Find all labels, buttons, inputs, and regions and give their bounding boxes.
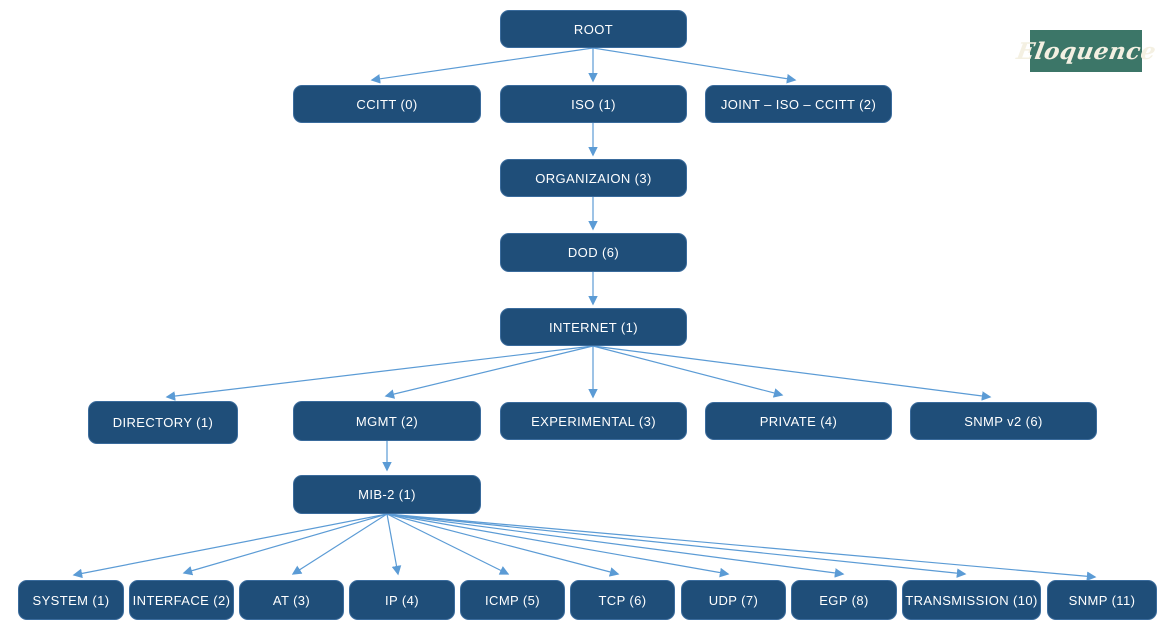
edge-internet-snmpv2: [592, 345, 992, 401]
node-snmp-v2: SNMP v2 (6): [910, 402, 1097, 440]
edge-mib2-udp: [386, 513, 730, 578]
node-ccitt: CCITT (0): [293, 85, 481, 123]
node-iso: ISO (1): [500, 85, 687, 123]
node-tcp: TCP (6): [570, 580, 675, 620]
edge-mib2-snmp: [386, 513, 1097, 582]
node-ip: IP (4): [349, 580, 455, 620]
node-experimental: EXPERIMENTAL (3): [500, 402, 687, 440]
edge-internet-mgmt: [384, 345, 594, 399]
eloquence-logo-text: Eloquence: [1014, 37, 1158, 65]
node-private: PRIVATE (4): [705, 402, 892, 440]
eloquence-logo: Eloquence: [1014, 30, 1158, 72]
node-at: AT (3): [239, 580, 344, 620]
edge-mib2-tcp: [386, 513, 620, 577]
node-dod: DOD (6): [500, 233, 687, 272]
node-mgmt: MGMT (2): [293, 401, 481, 441]
node-icmp: ICMP (5): [460, 580, 565, 620]
node-organizaion: ORGANIZAION (3): [500, 159, 687, 197]
node-directory: DIRECTORY (1): [88, 401, 238, 444]
edge-internet-directory: [165, 345, 594, 401]
node-system: SYSTEM (1): [18, 580, 124, 620]
node-mib-2: MIB-2 (1): [293, 475, 481, 514]
node-root: ROOT: [500, 10, 687, 48]
edge-internet-private: [592, 345, 784, 398]
node-snmp: SNMP (11): [1047, 580, 1157, 620]
edge-root-joint: [592, 47, 797, 84]
edge-mib2-transmission: [386, 513, 967, 578]
edge-mib2-ip: [386, 513, 402, 576]
node-internet: INTERNET (1): [500, 308, 687, 346]
edge-root-ccitt: [370, 47, 594, 84]
node-transmission: TRANSMISSION (10): [902, 580, 1041, 620]
node-egp: EGP (8): [791, 580, 897, 620]
edge-mib2-icmp: [386, 513, 510, 575]
edge-mib2-egp: [386, 513, 845, 578]
edge-mib2-interface: [182, 513, 388, 576]
node-interface: INTERFACE (2): [129, 580, 234, 620]
edge-mib2-at: [291, 513, 388, 575]
node-udp: UDP (7): [681, 580, 786, 620]
node-joint-iso-ccitt: JOINT – ISO – CCITT (2): [705, 85, 892, 123]
edge-mib2-system: [72, 513, 388, 579]
